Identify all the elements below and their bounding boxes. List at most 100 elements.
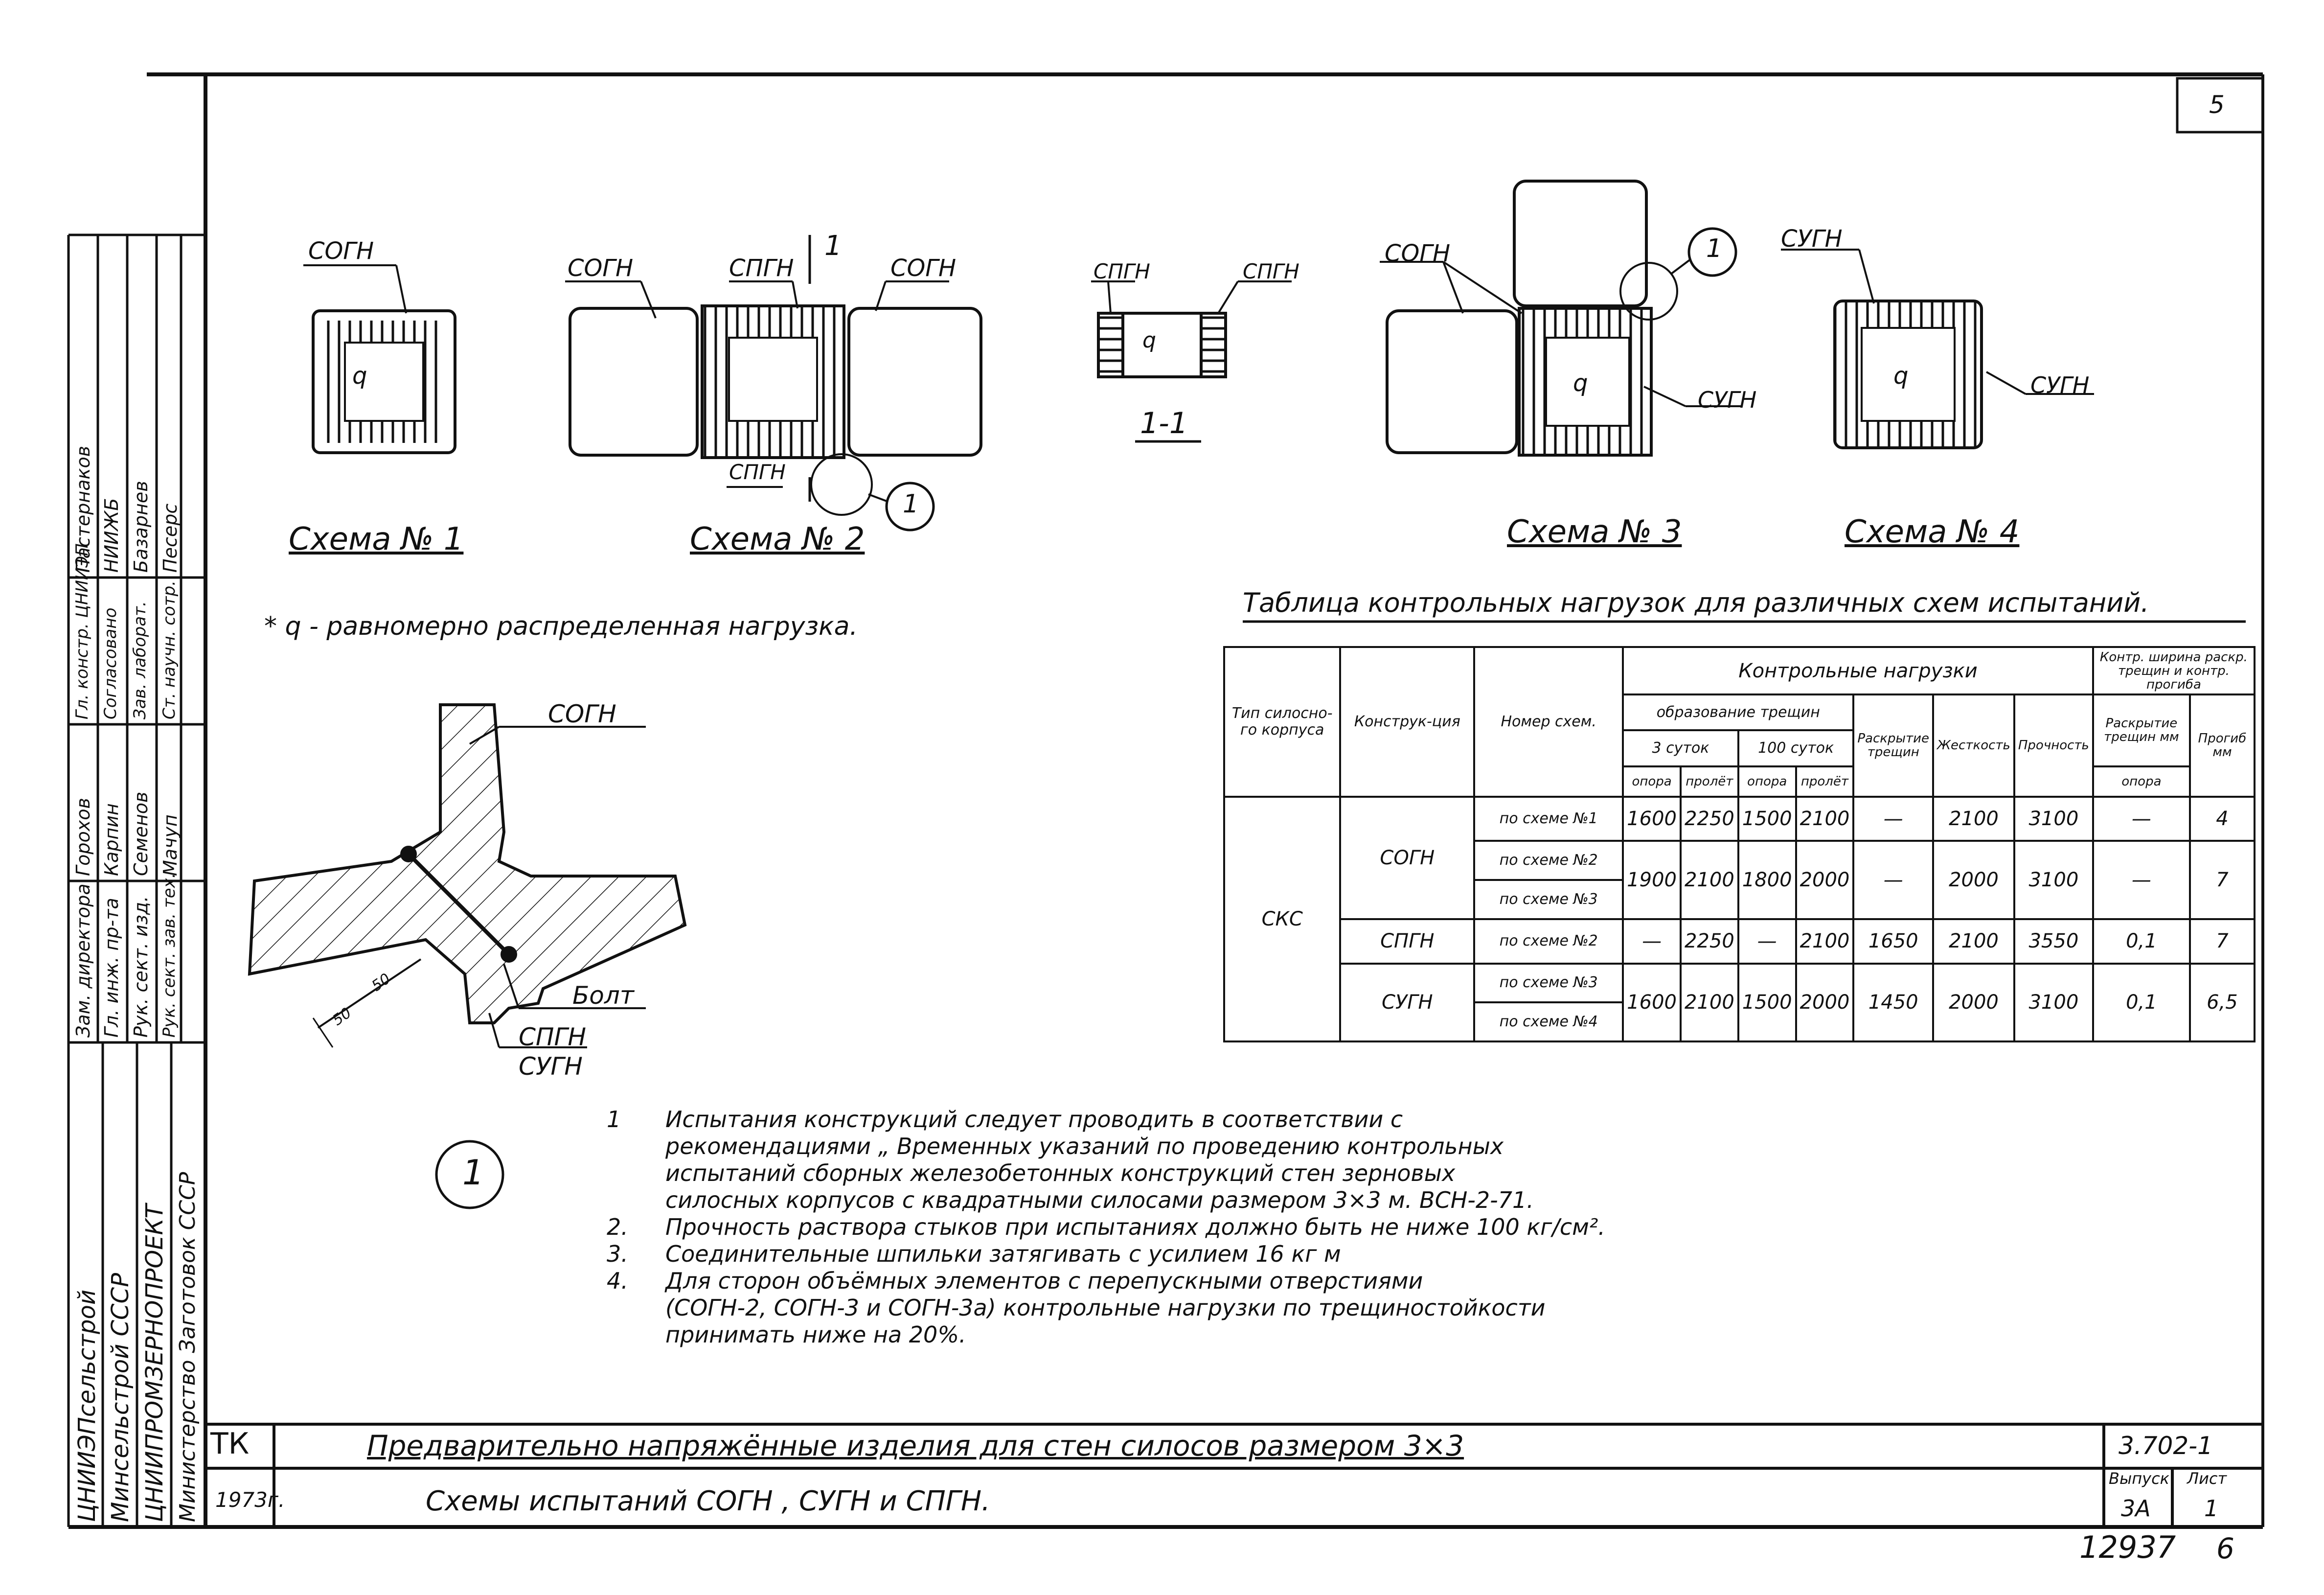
side-approval-name-2: НИИЖБ	[101, 498, 122, 573]
cell-value: 7	[2188, 918, 2256, 965]
cell-silo-type: СКС	[1223, 795, 1342, 1043]
scheme-4-title: Схема № 4	[1845, 514, 2020, 550]
cell-construction-sogn: СОГН	[1339, 795, 1476, 920]
page-number: 6	[2216, 1532, 2234, 1565]
cell-value: —	[1737, 918, 1797, 965]
cell-value: —	[1622, 918, 1682, 965]
cell-value: —	[2092, 840, 2191, 920]
side-name-4: Мачуп	[159, 814, 181, 876]
title-block-title: Предварительно напряжённые изделия для с…	[367, 1429, 1464, 1462]
cell-value: 2100	[1679, 962, 1739, 1043]
cell-value: 2250	[1679, 918, 1739, 965]
scheme-2-title: Схема № 2	[690, 521, 865, 557]
th-span-1: пролёт	[1679, 765, 1739, 798]
th-strength: Прочность	[2013, 693, 2094, 798]
cell-construction-sugn: СУГН	[1339, 962, 1476, 1043]
title-block-code-tk: ТК	[210, 1427, 250, 1461]
title-block-year: 1973г.	[215, 1488, 285, 1512]
cell-value: 0,1	[2092, 962, 2191, 1043]
cell-value: 1600	[1622, 795, 1682, 842]
note-number: 3.	[607, 1241, 628, 1267]
side-approval-4: Ст. научн. сотр.	[159, 580, 179, 719]
section-label-right: СПГН	[1243, 259, 1299, 283]
side-approval-name-3: Базарнев	[130, 481, 152, 573]
title-block-doc-code: 3.702-1	[2119, 1432, 2213, 1460]
note-text: Испытания конструкций следует проводить …	[665, 1106, 1403, 1133]
th-width-control: Контр. ширина раскр. трещин и контр. про…	[2092, 646, 2256, 696]
title-block-sheet-label: Лист	[2187, 1469, 2227, 1488]
note-text: испытаний сборных железобетонных констру…	[665, 1160, 1456, 1186]
cell-scheme: по схеме №3	[1473, 879, 1624, 920]
scheme-2-drawing	[565, 235, 982, 532]
th-100-days: 100 суток	[1737, 729, 1855, 767]
th-support-3: опора	[2092, 765, 2191, 798]
scheme-3-load-label: q	[1573, 370, 1588, 397]
scheme-4-label-top: СУГН	[1781, 225, 1843, 253]
detail-callout: 1	[462, 1153, 484, 1193]
joint-detail-drawing	[248, 703, 687, 1209]
side-position-3: Рук. сект. изд.	[130, 896, 152, 1038]
side-stamp-frame	[67, 233, 205, 1527]
cell-value: 2100	[1795, 918, 1855, 965]
cell-value: 1600	[1622, 962, 1682, 1043]
scheme-2-label-bottom: СПГН	[729, 460, 786, 484]
scheme-1-label-sogn: СОГН	[308, 237, 374, 265]
cell-value: 1900	[1622, 840, 1682, 920]
scheme-3-drawing	[1380, 180, 1742, 457]
scheme-2-label-left: СОГН	[568, 254, 634, 282]
sheet-number: 5	[2209, 91, 2225, 119]
scheme-3-title: Схема № 3	[1507, 514, 1682, 550]
note-1-line-2: рекомендациями „ Временных указаний по п…	[665, 1133, 1504, 1159]
cell-construction-spgn: СПГН	[1339, 918, 1476, 965]
cell-value: 2000	[1932, 840, 2015, 920]
note-text: Соединительные шпильки затягивать с усил…	[665, 1241, 1341, 1267]
cell-value: 2100	[1932, 918, 2015, 965]
scheme-2-label-right: СОГН	[890, 254, 957, 282]
detail-label-bolt: Болт	[572, 981, 634, 1010]
side-org-1: ЦНИИЭПсельстрой	[73, 1289, 101, 1522]
cell-value: 3100	[2013, 840, 2094, 920]
table-title: Таблица контрольных нагрузок для различн…	[1243, 587, 2149, 618]
scheme-2-section-mark: 1	[824, 230, 842, 262]
note-1-line-4: силосных корпусов с квадратными силосами…	[665, 1187, 1534, 1213]
note-text: (СОГН-2, СОГН-3 и СОГН-3а) контрольные н…	[665, 1294, 1546, 1321]
scheme-1-drawing	[303, 264, 456, 454]
note-text: Для сторон объёмных элементов с перепуск…	[665, 1268, 1423, 1294]
detail-label-sugn: СУГН	[519, 1052, 583, 1081]
scheme-4-drawing	[1781, 249, 2094, 449]
load-note: * q - равномерно распределенная нагрузка…	[264, 612, 858, 641]
cell-scheme: по схеме №3	[1473, 962, 1624, 1004]
note-text: силосных корпусов с квадратными силосами…	[665, 1187, 1534, 1213]
scheme-4-load-label: q	[1893, 362, 1909, 390]
cell-value: —	[1852, 795, 1935, 842]
title-block-subtitle: Схемы испытаний СОГН , СУГН и СПГН.	[426, 1485, 990, 1517]
title-block-sheet: 1	[2204, 1495, 2219, 1522]
section-load-label: q	[1142, 328, 1156, 353]
cell-scheme: по схеме №4	[1473, 1001, 1624, 1042]
scheme-3-label-right: СУГН	[1698, 387, 1757, 413]
scheme-3-label-top: СОГН	[1385, 240, 1451, 267]
th-scheme: Номер схем.	[1473, 646, 1624, 798]
note-2: 2.Прочность раствора стыков при испытани…	[607, 1214, 1605, 1240]
th-rigidity: Жесткость	[1932, 693, 2015, 798]
cell-value: 1800	[1737, 840, 1797, 920]
title-block-issue-label: Выпуск	[2109, 1469, 2169, 1488]
th-silo-type: Тип силосно-го корпуса	[1223, 646, 1342, 798]
scheme-1-load-label: q	[352, 362, 367, 390]
note-1-line-3: испытаний сборных железобетонных констру…	[665, 1160, 1455, 1186]
cell-value: 2000	[1932, 962, 2015, 1043]
cell-scheme: по схеме №2	[1473, 918, 1624, 965]
note-number: 4.	[607, 1268, 628, 1294]
cell-value: 2100	[1679, 840, 1739, 920]
cell-value: 2100	[1795, 795, 1855, 842]
side-name-3: Семенов	[130, 791, 152, 876]
title-block-frame	[205, 1423, 2263, 1527]
note-1-line-1: 1 Испытания конструкций следует проводить…	[607, 1106, 1403, 1133]
th-control-loads: Контрольные нагрузки	[1622, 646, 2094, 696]
th-support-2: опора	[1737, 765, 1797, 798]
th-crack-width: Раскрытие трещин мм	[2092, 693, 2191, 767]
note-number: 1	[607, 1106, 621, 1133]
cell-value: 1500	[1737, 962, 1797, 1043]
note-text: рекомендациями „ Временных указаний по п…	[665, 1133, 1504, 1159]
cell-value: 2000	[1795, 962, 1855, 1043]
